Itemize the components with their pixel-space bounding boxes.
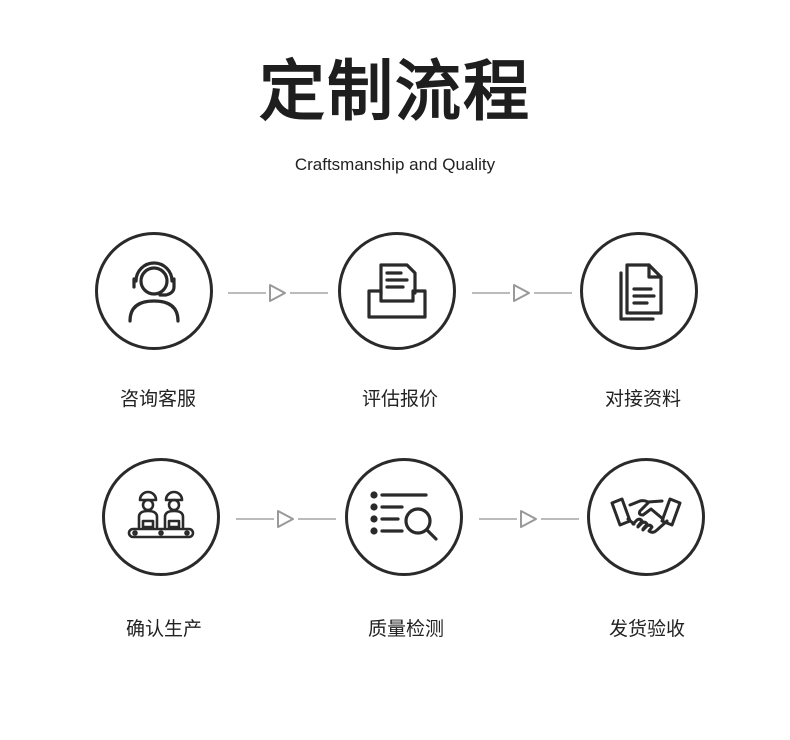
step-circle-inspection <box>345 458 463 576</box>
list-magnifier-icon <box>370 491 438 541</box>
step-circle-production <box>102 458 220 576</box>
step-label-inspection: 质量检测 <box>367 618 444 640</box>
arrow-connector-1 <box>228 284 328 302</box>
step-circle-consult <box>95 232 213 350</box>
files-icon <box>619 263 663 321</box>
workers-assembly-line-icon <box>127 490 195 539</box>
step-label-production: 确认生产 <box>125 618 202 640</box>
handshake-icon <box>610 497 682 534</box>
page-title: 定制流程 <box>259 53 531 130</box>
arrow-connector-3 <box>236 510 336 528</box>
arrow-connector-4 <box>479 510 579 528</box>
customer-service-headset-icon <box>128 261 180 323</box>
step-label-consult: 咨询客服 <box>119 388 196 410</box>
step-circle-quote <box>338 232 456 350</box>
document-tray-icon <box>367 263 427 319</box>
step-label-quote: 评估报价 <box>361 388 438 410</box>
page-subtitle: Craftsmanship and Quality <box>294 155 496 174</box>
step-label-materials: 对接资料 <box>604 388 681 410</box>
step-circle-materials <box>580 232 698 350</box>
arrow-connector-2 <box>472 284 572 302</box>
step-circle-delivery <box>587 458 705 576</box>
step-label-delivery: 发货验收 <box>608 618 685 640</box>
